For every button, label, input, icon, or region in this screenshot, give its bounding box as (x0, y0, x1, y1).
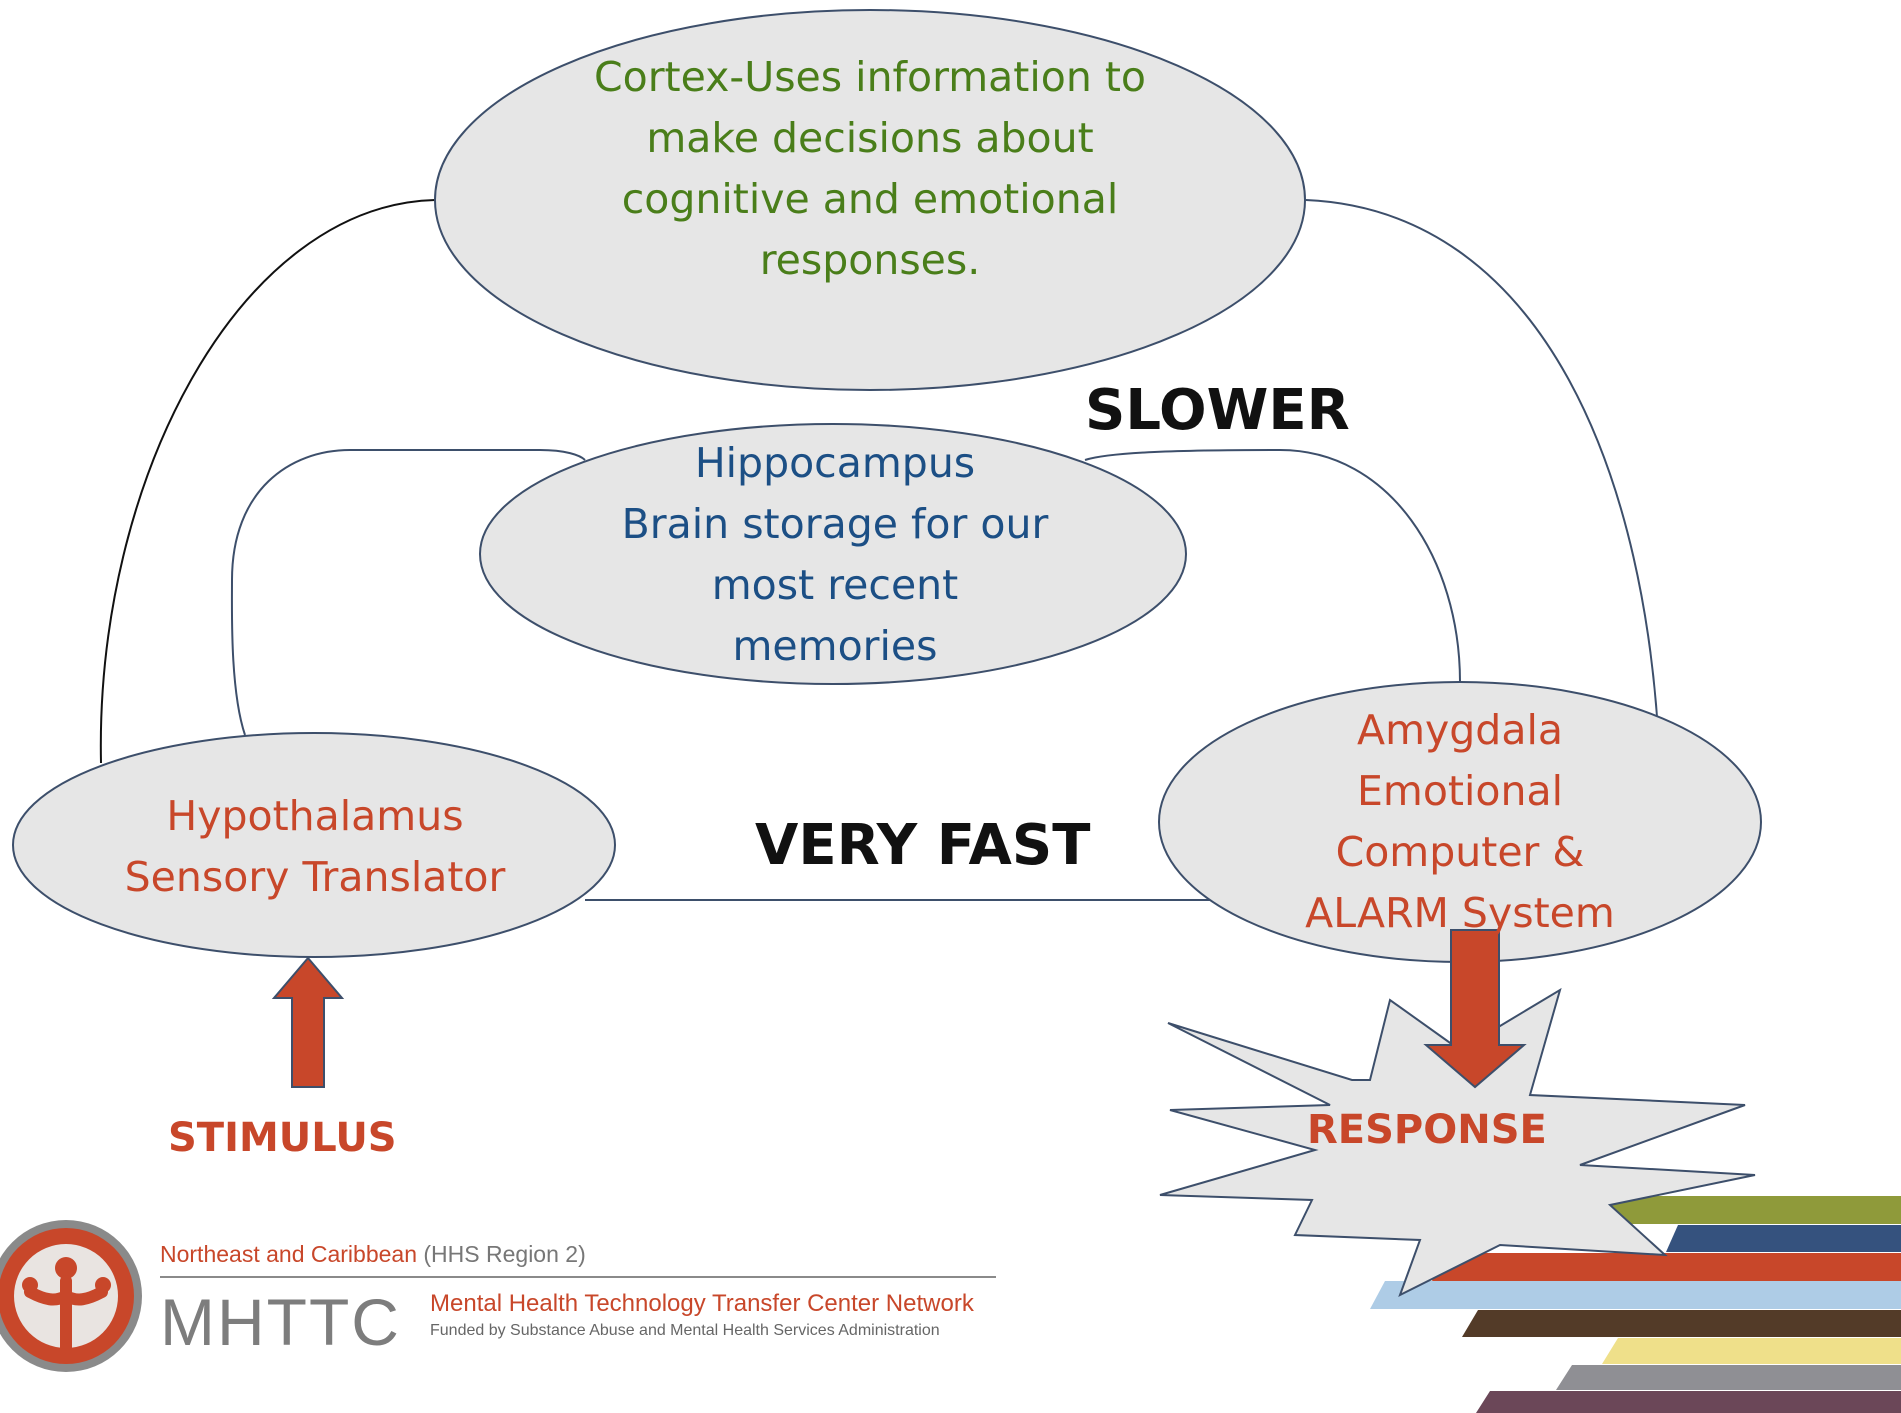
hypothalamus-ellipse (12, 732, 616, 958)
amygdala-label: Amygdala Emotional Computer & ALARM Syst… (1220, 700, 1700, 944)
stripe-light-blue (1370, 1281, 1901, 1309)
footer-divider (160, 1276, 996, 1278)
footer-region: Northeast and Caribbean (HHS Region 2) (160, 1241, 586, 1268)
cortex-line-4: responses. (759, 236, 981, 284)
footer-brand: MHTTC (160, 1285, 401, 1359)
connectors (99, 199, 1661, 901)
footer-region-sub: (HHS Region 2) (423, 1241, 586, 1267)
stripe-rust (1432, 1253, 1901, 1281)
response-arrow (1423, 929, 1527, 1089)
stripe-plum (1476, 1391, 1901, 1413)
amygdala-line-1: Amygdala (1357, 706, 1563, 754)
connector-cortex-amygdala (1305, 199, 1661, 773)
cortex-line-1: Cortex-Uses information to (593, 53, 1147, 101)
connector-hippocampus-amygdala (1084, 448, 1461, 683)
amygdala-line-2: Emotional (1357, 767, 1563, 815)
cortex-line-3: cognitive and emotional (621, 175, 1119, 223)
stimulus-arrow (271, 956, 345, 1088)
mhttc-logo-icon (0, 1220, 142, 1372)
amygdala-line-4: ALARM System (1305, 889, 1615, 937)
response-label: RESPONSE (1307, 1107, 1547, 1153)
stripe-yellow (1602, 1338, 1901, 1364)
cortex-label: Cortex-Uses information to make decision… (530, 47, 1210, 291)
hippocampus-line-2: Brain storage for our (621, 500, 1049, 548)
hippocampus-line-3: most recent (711, 561, 959, 609)
stripe-gray (1556, 1365, 1901, 1390)
hypothalamus-label: Hypothalamus Sensory Translator (80, 786, 550, 908)
stripe-navy (1666, 1225, 1901, 1252)
hippocampus-ellipse (479, 423, 1187, 685)
connector-hypothalamus-hippocampus (230, 449, 586, 736)
footer-network: Mental Health Technology Transfer Center… (430, 1290, 974, 1317)
stripe-brown (1462, 1310, 1901, 1337)
slower-label: SLOWER (1085, 378, 1350, 443)
footer-region-name: Northeast and Caribbean (160, 1241, 417, 1267)
hypothalamus-line-2: Sensory Translator (124, 853, 506, 901)
hippocampus-line-4: memories (732, 622, 938, 670)
hippocampus-line-1: Hippocampus (694, 439, 976, 487)
very-fast-label: VERY FAST (755, 813, 1091, 878)
connector-hypothalamus-cortex (99, 199, 436, 764)
cortex-ellipse (434, 9, 1306, 391)
response-starburst (1159, 987, 1756, 1298)
hippocampus-label: Hippocampus Brain storage for our most r… (545, 433, 1125, 677)
footer-funded: Funded by Substance Abuse and Mental Hea… (430, 1322, 940, 1339)
cortex-line-2: make decisions about (646, 114, 1094, 162)
amygdala-line-3: Computer & (1335, 828, 1585, 876)
hypothalamus-line-1: Hypothalamus (166, 792, 464, 840)
stimulus-label: STIMULUS (168, 1115, 397, 1161)
